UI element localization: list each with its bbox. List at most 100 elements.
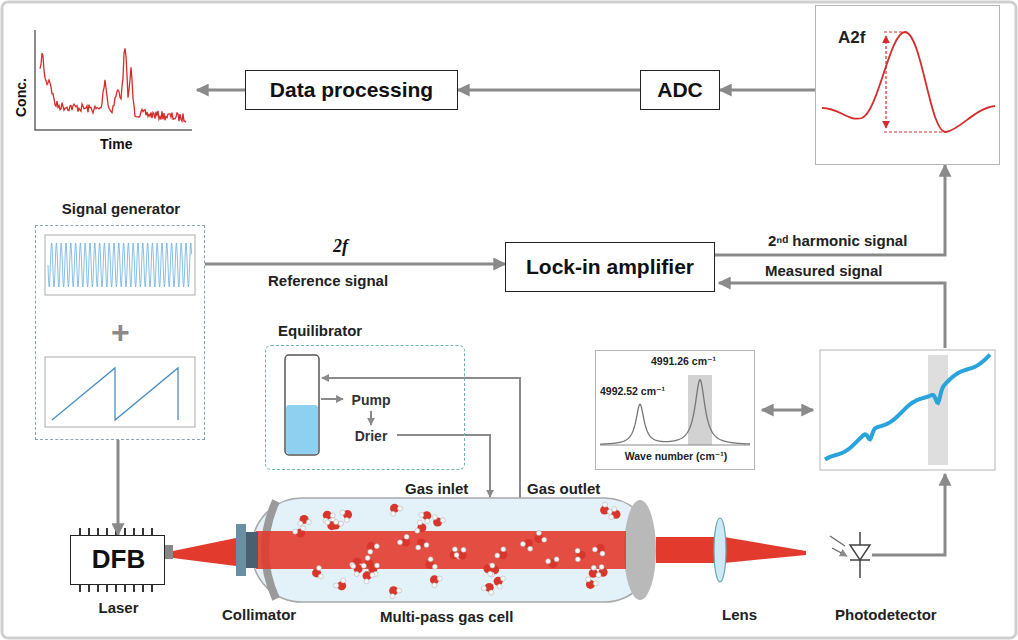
hydrogen-atom — [600, 551, 605, 556]
hydrogen-atom — [428, 557, 433, 562]
part-label: Reference signal — [268, 272, 388, 289]
hydrogen-atom — [416, 545, 421, 550]
hydrogen-atom — [612, 507, 617, 512]
hydrogen-atom — [365, 556, 370, 561]
hydrogen-atom — [609, 515, 614, 520]
spectrum-line — [600, 380, 750, 444]
flow-arrow — [370, 411, 372, 425]
hydrogen-atom — [488, 571, 493, 576]
lens-symbol — [714, 518, 726, 582]
node-text: 4992.52 cm⁻¹ — [600, 385, 665, 397]
sawtooth-wave — [52, 368, 178, 420]
hydrogen-atom — [432, 583, 437, 588]
hydrogen-atom — [397, 540, 402, 545]
flow-arrow — [458, 89, 640, 92]
hydrogen-atom — [417, 520, 422, 525]
hydrogen-atom — [536, 530, 541, 535]
node-text: Laser — [71, 599, 166, 616]
hydrogen-atom — [330, 513, 335, 518]
flow-arrow — [117, 440, 120, 535]
photodiode-symbol — [850, 545, 870, 560]
hydrogen-atom — [575, 557, 580, 562]
hydrogen-atom — [591, 565, 596, 570]
hydrogen-atom — [495, 553, 500, 558]
signal-plot-panel: A2f — [815, 5, 1000, 165]
component-label-box: Pump — [342, 389, 401, 411]
hydrogen-atom — [298, 521, 303, 526]
hydrogen-atom — [364, 579, 369, 584]
edge-label: 2ⁿᵈ harmonic signal — [765, 232, 910, 249]
flow-arrow — [720, 89, 815, 92]
hydrogen-atom — [325, 520, 330, 525]
edge-label: 2f — [330, 236, 351, 257]
hydrogen-atom — [501, 547, 506, 552]
node-text: Wave number (cm⁻¹) — [596, 450, 756, 462]
photodiode-symbol — [850, 532, 870, 578]
hydrogen-atom — [599, 564, 604, 569]
component-label-box: Drier — [345, 425, 398, 447]
node-text: Time — [100, 136, 132, 152]
hydrogen-atom — [334, 583, 339, 588]
hydrogen-atom — [432, 515, 437, 520]
hydrogen-atom — [452, 547, 457, 552]
collimator-symbol — [236, 524, 246, 576]
hydrogen-atom — [489, 590, 494, 595]
measured-signal-arrow — [719, 283, 945, 348]
concentration-trace — [40, 48, 186, 122]
laser-beam — [724, 537, 806, 563]
hydrogen-atom — [596, 572, 601, 577]
node-text: Drier — [355, 428, 388, 444]
amplitude-arrow — [885, 36, 886, 128]
ramp-plot-frame — [45, 357, 195, 427]
hydrogen-atom — [374, 563, 379, 568]
part-label: Gas inlet — [405, 480, 468, 497]
hydrogen-atom — [374, 544, 379, 549]
hydrogen-atom — [586, 577, 591, 582]
hydrogen-atom — [344, 518, 349, 523]
node-text: Data processing — [270, 78, 433, 102]
correspondence-arrow — [762, 409, 813, 412]
collimator-symbol — [246, 532, 258, 568]
hydrogen-atom — [354, 572, 359, 577]
process-box: ADC — [640, 70, 720, 110]
part-label: Photodetector — [835, 606, 937, 623]
measured-signal-trace — [825, 355, 990, 460]
hydrogen-atom — [390, 594, 395, 599]
hydrogen-atom — [391, 511, 396, 516]
spectrum-panel: 4991.26 cm⁻¹4992.52 cm⁻¹Wave number (cm⁻… — [595, 350, 755, 470]
absorption-band — [928, 355, 948, 465]
concentration-line — [40, 48, 186, 122]
spectrum-axis — [600, 445, 750, 446]
process-box: Data processing — [245, 70, 458, 110]
hydrogen-atom — [404, 534, 409, 539]
hydrogen-atom — [596, 573, 601, 578]
node-text: Lock-in amplifier — [526, 255, 694, 279]
light-rays — [830, 536, 847, 556]
process-box: Lock-in amplifier — [505, 242, 715, 292]
hydrogen-atom — [316, 565, 321, 570]
chart-panel: Conc. Time — [5, 22, 197, 160]
absorption-band — [688, 375, 712, 445]
node-text: ADC — [657, 78, 703, 102]
hydrogen-atom — [500, 576, 505, 581]
second-harmonic-curve — [822, 32, 995, 132]
hydrogen-atom — [437, 576, 442, 581]
laser-beam — [656, 537, 716, 563]
gas-outlet-line — [322, 378, 520, 498]
measured-plot-frame — [820, 350, 995, 470]
part-label: Lens — [722, 606, 757, 623]
hydrogen-atom — [306, 520, 311, 525]
hydrogen-atom — [340, 510, 345, 515]
hydrogen-atom — [490, 563, 495, 568]
gas-cell — [252, 498, 654, 602]
hydrogen-atom — [542, 537, 547, 542]
laser-window — [165, 545, 173, 559]
absorption-spectrum — [600, 380, 750, 444]
flow-arrow — [197, 89, 245, 92]
node-text: Equilibrator — [278, 322, 362, 339]
node-text: Conc. — [13, 78, 29, 117]
flow-arrow — [205, 263, 505, 266]
right-mirror — [624, 500, 656, 600]
